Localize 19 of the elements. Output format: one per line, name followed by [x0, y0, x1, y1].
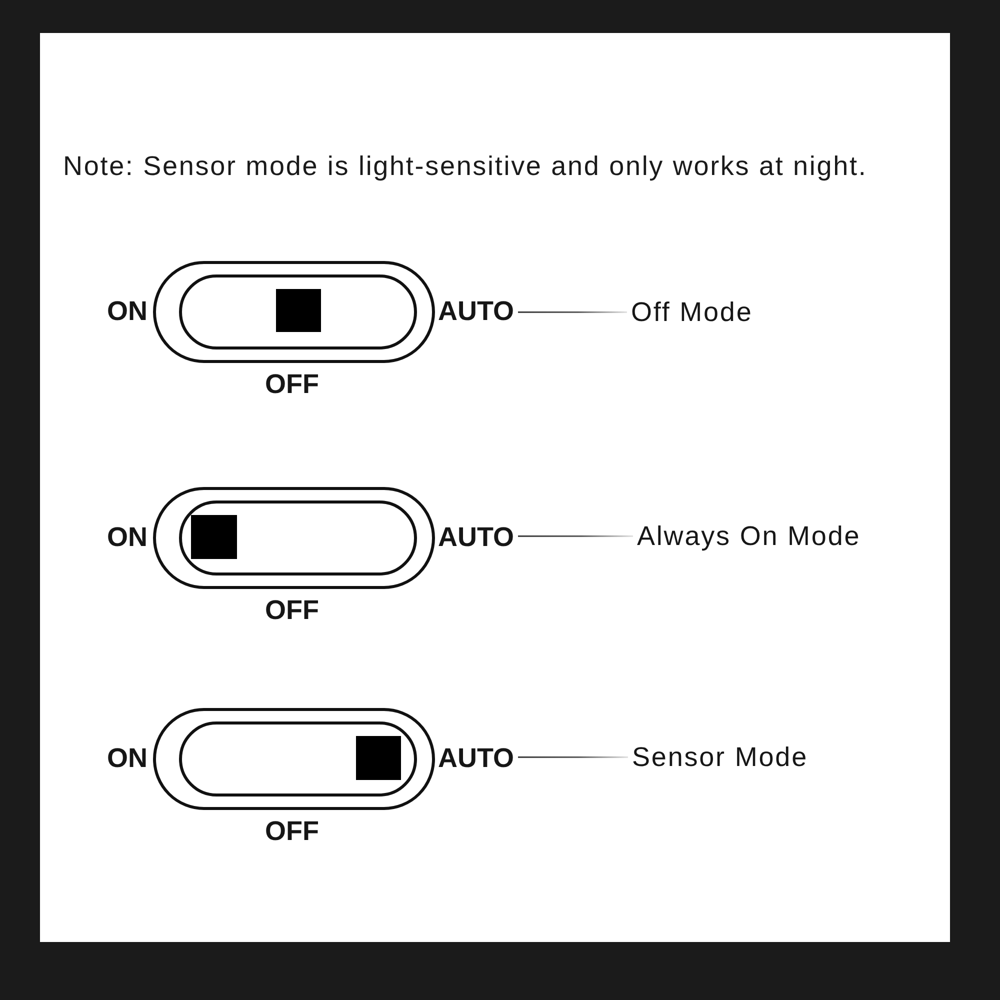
mode-label: Always On Mode	[637, 520, 861, 552]
switch-slider	[191, 515, 237, 559]
note-text: Note: Sensor mode is light-sensitive and only works at night.	[63, 150, 868, 182]
switch-slider	[356, 736, 401, 780]
position-label: ON	[107, 524, 148, 551]
mode-label: Off Mode	[631, 296, 753, 328]
leader-line	[518, 535, 633, 537]
position-label: ON	[107, 745, 148, 772]
switch-slider	[276, 289, 321, 332]
leader-line	[518, 311, 627, 313]
position-label: OFF	[265, 818, 319, 845]
position-label: AUTO	[438, 745, 514, 772]
mode-label: Sensor Mode	[632, 741, 808, 774]
position-label: AUTO	[438, 524, 514, 551]
position-label: AUTO	[438, 298, 514, 325]
leader-line	[518, 756, 628, 758]
position-label: ON	[107, 298, 148, 325]
position-label: OFF	[265, 597, 319, 624]
position-label: OFF	[265, 371, 319, 398]
